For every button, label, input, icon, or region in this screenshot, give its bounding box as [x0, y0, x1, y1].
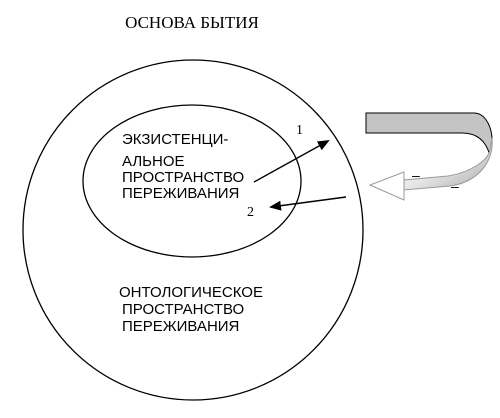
- rotation-band-head: [368, 171, 405, 201]
- inner-label-line-1: ЭКЗИСТЕНЦИ-: [122, 131, 228, 148]
- outer-label-line-1: ОНТОЛОГИЧЕСКОЕ: [119, 284, 263, 301]
- inner-region-label: ЭКЗИСТЕНЦИ- АЛЬНОЕ ПРОСТРАНСТВО ПЕРЕЖИВА…: [122, 131, 248, 202]
- rotation-symbol-2: –: [451, 178, 459, 194]
- outward-arrow: [253, 140, 330, 183]
- inward-arrow-label: 2: [247, 205, 254, 220]
- outer-label-line-3: ПЕРЕЖИВАНИЯ: [122, 318, 239, 335]
- inner-label-line-3: ПРОСТРАНСТВО: [122, 169, 244, 186]
- outer-circle: [22, 59, 364, 401]
- rotation-symbol-1: –: [412, 167, 420, 183]
- inward-arrow: [269, 196, 347, 211]
- outward-arrow-label: 1: [296, 123, 303, 138]
- inner-label-line-2: АЛЬНОЕ: [122, 153, 185, 170]
- outer-region-label: ОНТОЛОГИЧЕСКОЕ ПРОСТРАНСТВО ПЕРЕЖИВАНИЯ: [119, 284, 267, 335]
- rotation-band-top: [365, 112, 493, 157]
- outer-label-line-2: ПРОСТРАНСТВО: [122, 301, 244, 318]
- inner-ellipse: [82, 104, 302, 258]
- rotation-arrow: – –: [365, 112, 493, 201]
- inner-label-line-4: ПЕРЕЖИВАНИЯ: [122, 185, 239, 202]
- diagram-title: ОСНОВА БЫТИЯ: [125, 13, 259, 32]
